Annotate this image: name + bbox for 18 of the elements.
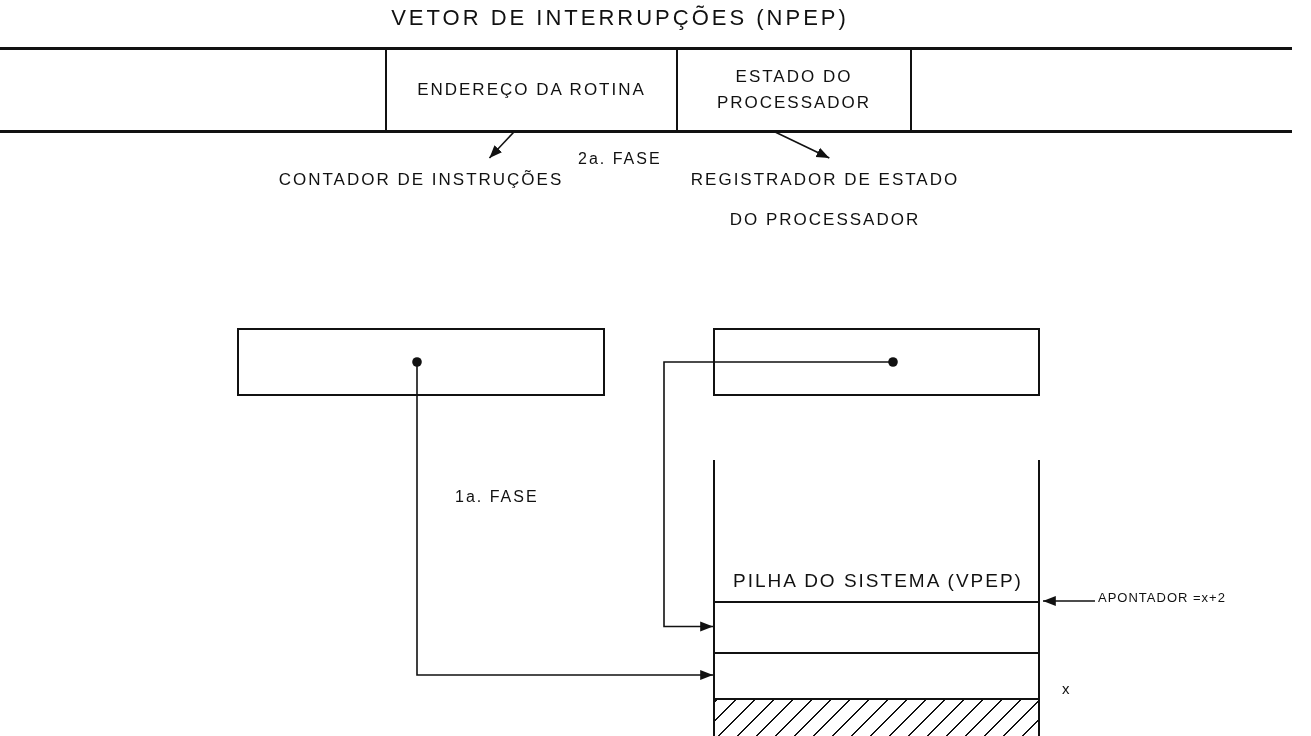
hatched-area: [715, 698, 1038, 736]
arrow: [412, 357, 714, 681]
register-label: REGISTRADOR DE ESTADO DO PROCESSADOR: [689, 169, 961, 231]
table-cell: ENDEREÇO DA ROTINA: [385, 50, 678, 130]
phase-label: 2a. FASE: [578, 150, 662, 168]
vector-title: VETOR DE INTERRUPÇÕES (NPEP): [390, 5, 850, 31]
pointer-label: APONTADOR =x+2: [1098, 590, 1278, 612]
arrow: [663, 357, 898, 632]
arrow: [774, 131, 831, 159]
stack-title: PILHA DO SISTEMA (VPEP): [733, 570, 1023, 592]
arrow: [1042, 595, 1096, 607]
table-cell: ESTADO DO PROCESSADOR: [676, 50, 912, 130]
system-stack: [713, 460, 1040, 736]
arrow: [488, 131, 515, 159]
register-label: CONTADOR DE INSTRUÇÕES: [277, 169, 565, 191]
offset-label: x: [1062, 680, 1072, 697]
phase-label: 1a. FASE: [455, 488, 539, 506]
vector-band: [0, 47, 1292, 133]
